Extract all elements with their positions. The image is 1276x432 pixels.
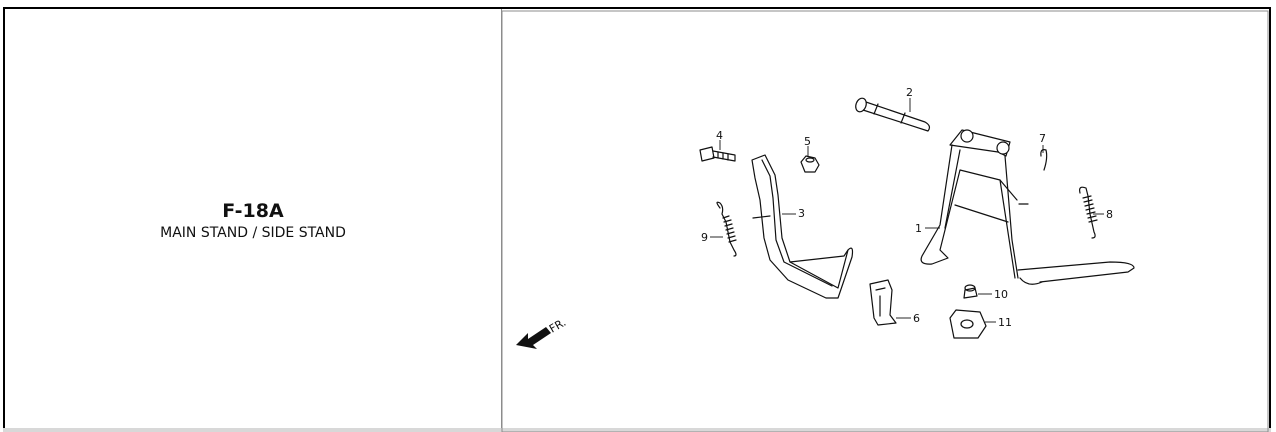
section-title: MAIN STAND / SIDE STAND (160, 225, 346, 241)
side-stand-part (751, 154, 854, 299)
stand-bracket-part (869, 279, 911, 326)
callout-10: 10 (994, 288, 1008, 301)
callout-3: 3 (798, 207, 805, 220)
pivot-shaft-part (855, 97, 931, 132)
callout-4: 4 (716, 129, 723, 142)
stopper-plate-part (949, 309, 996, 339)
rubber-stopper-part (963, 284, 992, 299)
cotter-clip-part (1040, 145, 1048, 171)
front-direction-arrow: FR. (516, 316, 568, 349)
bolt-part (699, 140, 736, 162)
callout-8: 8 (1106, 208, 1113, 221)
bottom-divider (3, 428, 1271, 432)
callout-7: 7 (1039, 132, 1046, 145)
callout-2: 2 (906, 86, 913, 99)
nut-part (800, 146, 820, 173)
callout-1: 1 (915, 222, 922, 235)
spring-right-part (1079, 186, 1104, 239)
callout-6: 6 (913, 312, 920, 325)
callout-9: 9 (701, 231, 708, 244)
main-stand-part (920, 129, 1135, 285)
section-code: F-18A (222, 200, 284, 222)
callout-5: 5 (804, 135, 811, 148)
spring-left-part (710, 201, 737, 257)
callout-11: 11 (998, 316, 1012, 329)
